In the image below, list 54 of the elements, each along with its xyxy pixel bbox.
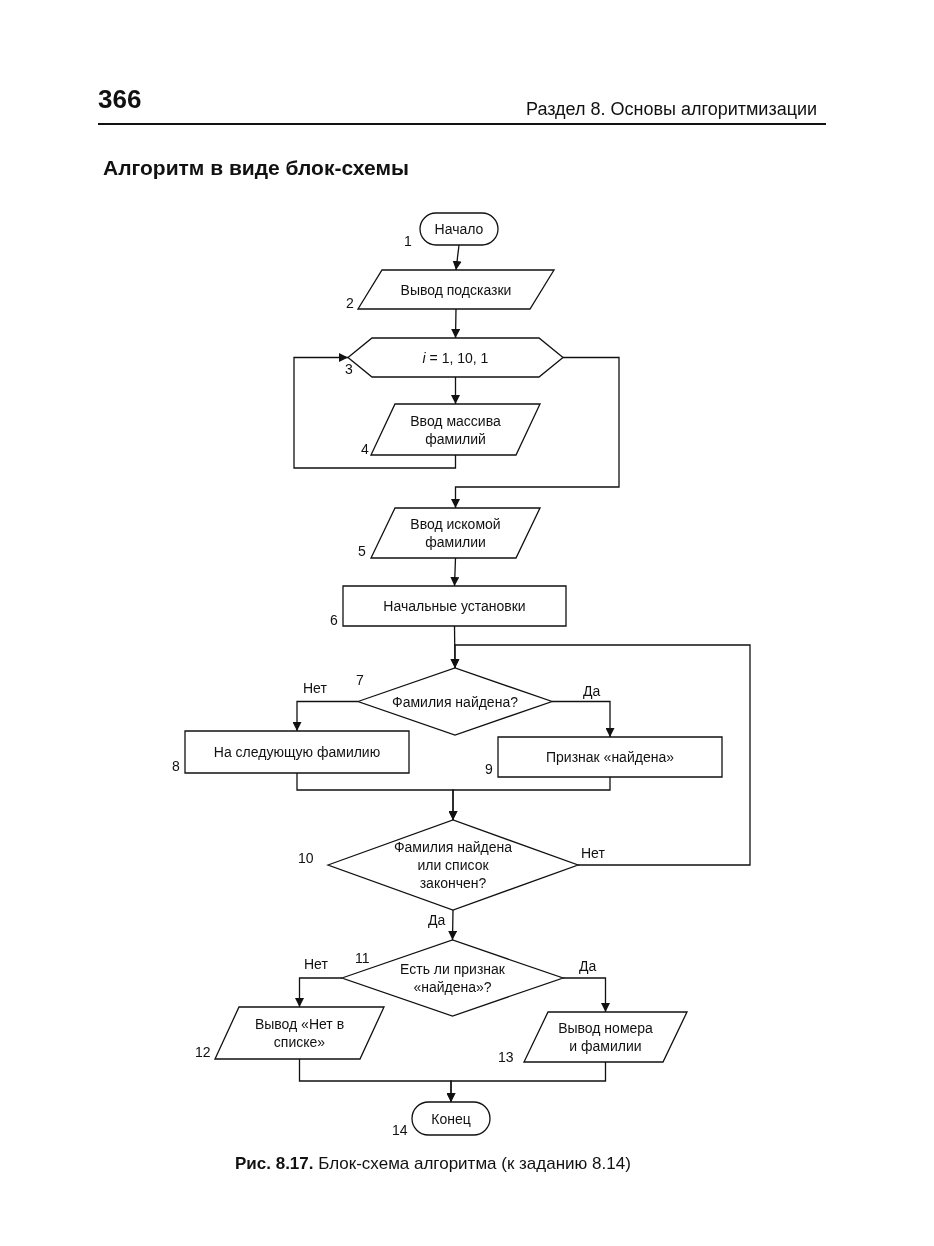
flow-arrow <box>451 376 460 405</box>
flow-arrow <box>451 308 461 339</box>
step-number: 7 <box>356 672 364 688</box>
figure-caption: Рис. 8.17. Блок-схема алгоритма (к заданию 8.14) <box>235 1154 631 1174</box>
node-text: Начальные установки <box>383 597 526 615</box>
step-number: 8 <box>172 758 180 774</box>
node-text: Признак «найдена» <box>546 748 674 766</box>
node-text: Ввод искомой фамилии <box>409 515 502 551</box>
decision-diamond <box>342 940 563 1016</box>
flow-arrow <box>451 356 620 509</box>
flow-arrow <box>295 977 343 1008</box>
flow-arrow <box>452 244 462 271</box>
node-text: i = 1, 10, 1 <box>422 348 489 367</box>
flow-arrow <box>446 1061 607 1103</box>
section-heading: Алгоритм в виде блок-схемы <box>103 156 409 180</box>
edge-label: Нет <box>302 680 328 696</box>
node-text: Фамилия найдена? <box>392 692 518 711</box>
flow-arrow <box>293 353 457 469</box>
node-text: Начало <box>434 220 484 238</box>
node-text: На следующую фамилию <box>213 743 381 761</box>
node-text: Конец <box>431 1109 471 1128</box>
node-text: Вывод номера и фамилии <box>557 1019 654 1055</box>
step-number: 3 <box>345 361 353 377</box>
page-number: 366 <box>98 84 142 114</box>
step-number: 5 <box>358 543 366 559</box>
step-number: 6 <box>330 612 338 628</box>
step-number: 11 <box>355 950 370 966</box>
flow-arrow <box>562 977 610 1013</box>
flow-arrow <box>450 644 751 866</box>
edge-label: Да <box>427 912 447 928</box>
edge-label: Нет <box>580 845 606 861</box>
edge-label: Да <box>578 958 598 974</box>
step-number: 10 <box>298 850 314 866</box>
step-number: 9 <box>485 761 493 777</box>
step-number: 4 <box>361 441 369 457</box>
flow-arrow <box>448 909 458 941</box>
flow-arrow <box>450 557 460 587</box>
node-text: Вывод «Нет в списке» <box>253 1015 346 1051</box>
decision-diamond <box>358 668 552 735</box>
step-number: 2 <box>346 295 354 311</box>
step-number: 1 <box>404 233 412 249</box>
node-text: Есть ли признак «найдена»? <box>399 960 506 996</box>
node-text: Ввод массива фамилий <box>409 411 502 448</box>
edge-label: Нет <box>303 956 329 972</box>
step-number: 12 <box>195 1044 211 1060</box>
step-number: 13 <box>498 1049 514 1065</box>
running-header: Раздел 8. Основы алгоритмизации <box>526 98 818 120</box>
edge-label: Да <box>582 683 602 699</box>
flow-arrow <box>448 776 611 821</box>
step-number: 14 <box>392 1122 408 1138</box>
node-text: Вывод подсказки <box>400 280 512 299</box>
flow-arrow <box>551 700 615 738</box>
node-text: Фамилия найдена или список закончен? <box>392 838 514 892</box>
flow-arrow <box>292 700 359 732</box>
